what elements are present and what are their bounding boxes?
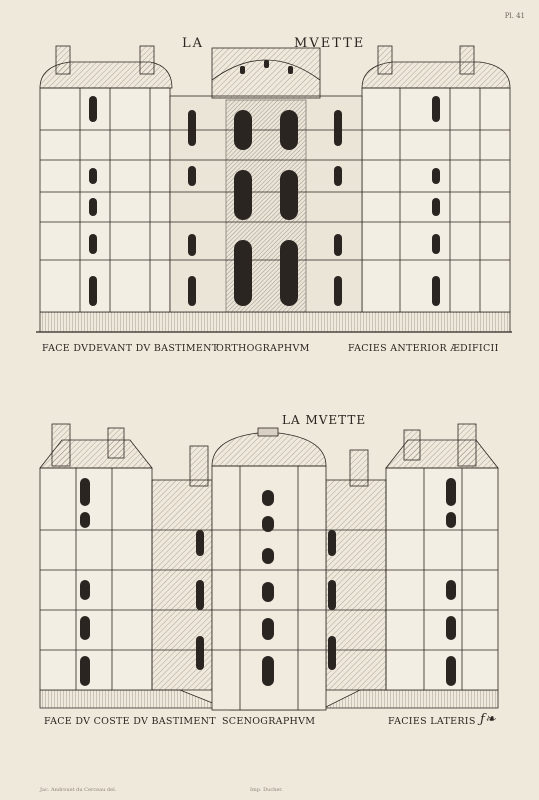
plate-number: Pl. 41 <box>504 12 525 20</box>
bottom-title: LA MVETTE <box>282 413 367 427</box>
credit-center: Imp. Ducher. <box>250 787 283 793</box>
top-caption-left: FACE DVDEVANT DV BASTIMENT <box>42 343 219 354</box>
top-title: LA MVETTE <box>182 36 365 51</box>
top-caption-center: ORTHOGRAPHVM <box>216 343 310 354</box>
side-perspective-drawing <box>39 423 499 711</box>
top-title-left: LA <box>182 36 205 51</box>
bottom-caption-left: FACE DV COSTE DV BASTIMENT <box>44 716 216 727</box>
top-title-right: MVETTE <box>294 36 366 51</box>
bottom-caption-right: FACIES LATERIS <box>388 716 476 727</box>
front-facade-drawing <box>36 45 512 333</box>
bottom-caption-center: SCENOGRAPHVM <box>222 716 316 727</box>
credit-left: Jac. Androuet du Cerceau del. <box>40 787 117 793</box>
engraver-monogram: ƒ❧ <box>480 712 496 727</box>
top-caption-right: FACIES ANTERIOR ÆDIFICII <box>348 343 499 354</box>
